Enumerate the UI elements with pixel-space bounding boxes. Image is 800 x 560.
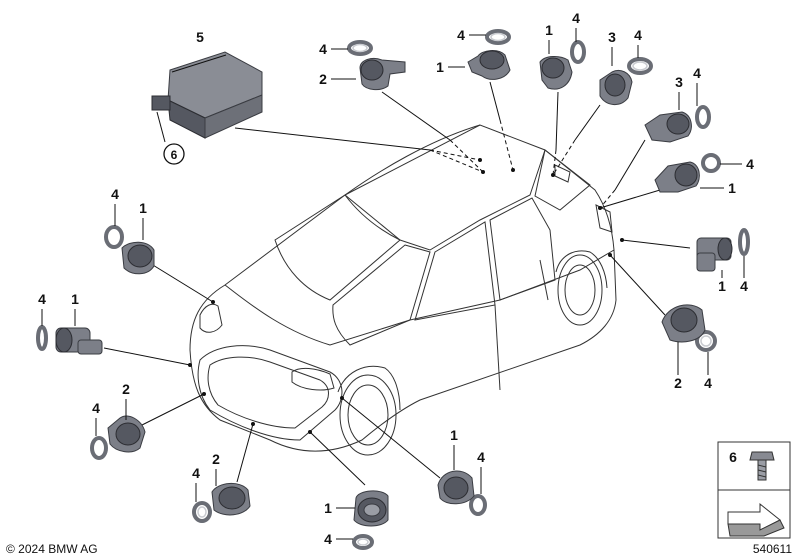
sensor-bottom-left[interactable] [192, 483, 251, 523]
sensor-right-1[interactable] [654, 153, 721, 193]
sensor-top-center[interactable] [467, 29, 511, 80]
callout-c14: 4 [740, 278, 748, 294]
sensor-top-right-3[interactable] [599, 57, 653, 105]
callout-c07: 3 [608, 29, 616, 45]
leader-lines [103, 81, 691, 486]
callout-c22: 2 [122, 381, 130, 397]
callout-c09: 3 [675, 74, 683, 90]
arrow-icon [727, 502, 785, 537]
callout-5: 5 [196, 29, 204, 45]
callout-c04: 1 [436, 59, 444, 75]
screw-reference-marker[interactable]: 6 [163, 143, 185, 165]
callout-c02: 2 [319, 71, 327, 87]
callout-labels: 5 4 2 4 1 1 4 3 4 3 4 4 1 1 4 2 4 1 [38, 10, 754, 547]
legend-box: 6 [717, 441, 791, 539]
control-module[interactable] [151, 51, 263, 139]
sensor-bottom-right[interactable] [437, 470, 487, 516]
callout-c28: 4 [477, 449, 485, 465]
sensor-bottom-center[interactable] [352, 490, 389, 550]
callout-c08: 4 [634, 27, 642, 43]
copyright-text: © 2024 BMW AG [6, 542, 98, 556]
callout-c23: 4 [192, 465, 200, 481]
callout-c18: 4 [111, 186, 119, 202]
callout-c11: 4 [746, 156, 754, 172]
callout-c10: 4 [693, 65, 701, 81]
sensor-right-lower[interactable] [661, 304, 717, 352]
callout-c05: 1 [545, 22, 553, 38]
sensor-left-front[interactable] [104, 225, 155, 275]
callout-c19: 4 [38, 291, 46, 307]
callout-c16: 4 [704, 375, 712, 391]
callout-c13: 1 [718, 278, 726, 294]
screw-icon [749, 451, 775, 481]
callout-c03: 4 [457, 27, 465, 43]
callout-c12: 1 [728, 180, 736, 196]
callout-c26: 4 [324, 531, 332, 547]
legend-item-number: 6 [729, 449, 737, 465]
callout-c06: 4 [572, 10, 580, 26]
sensor-top-right-1[interactable] [539, 40, 586, 90]
callout-c01: 4 [319, 41, 327, 57]
leader-dots [188, 158, 624, 434]
sensor-left-middle[interactable] [36, 325, 103, 355]
callout-c24: 2 [212, 451, 220, 467]
callout-c27: 1 [450, 427, 458, 443]
callout-c21: 4 [92, 400, 100, 416]
sensor-top-left[interactable] [347, 40, 406, 91]
diagram-id: 540611 [753, 542, 792, 556]
callout-c17: 1 [139, 200, 147, 216]
callout-6: 6 [171, 148, 178, 162]
callout-c25: 1 [324, 500, 332, 516]
sensor-right-3[interactable] [644, 105, 711, 143]
callout-c15: 2 [674, 375, 682, 391]
sensor-left-lower[interactable] [90, 415, 146, 460]
callout-c20: 1 [71, 291, 79, 307]
sensor-right-rear[interactable] [696, 228, 750, 272]
car-outline [189, 124, 617, 456]
